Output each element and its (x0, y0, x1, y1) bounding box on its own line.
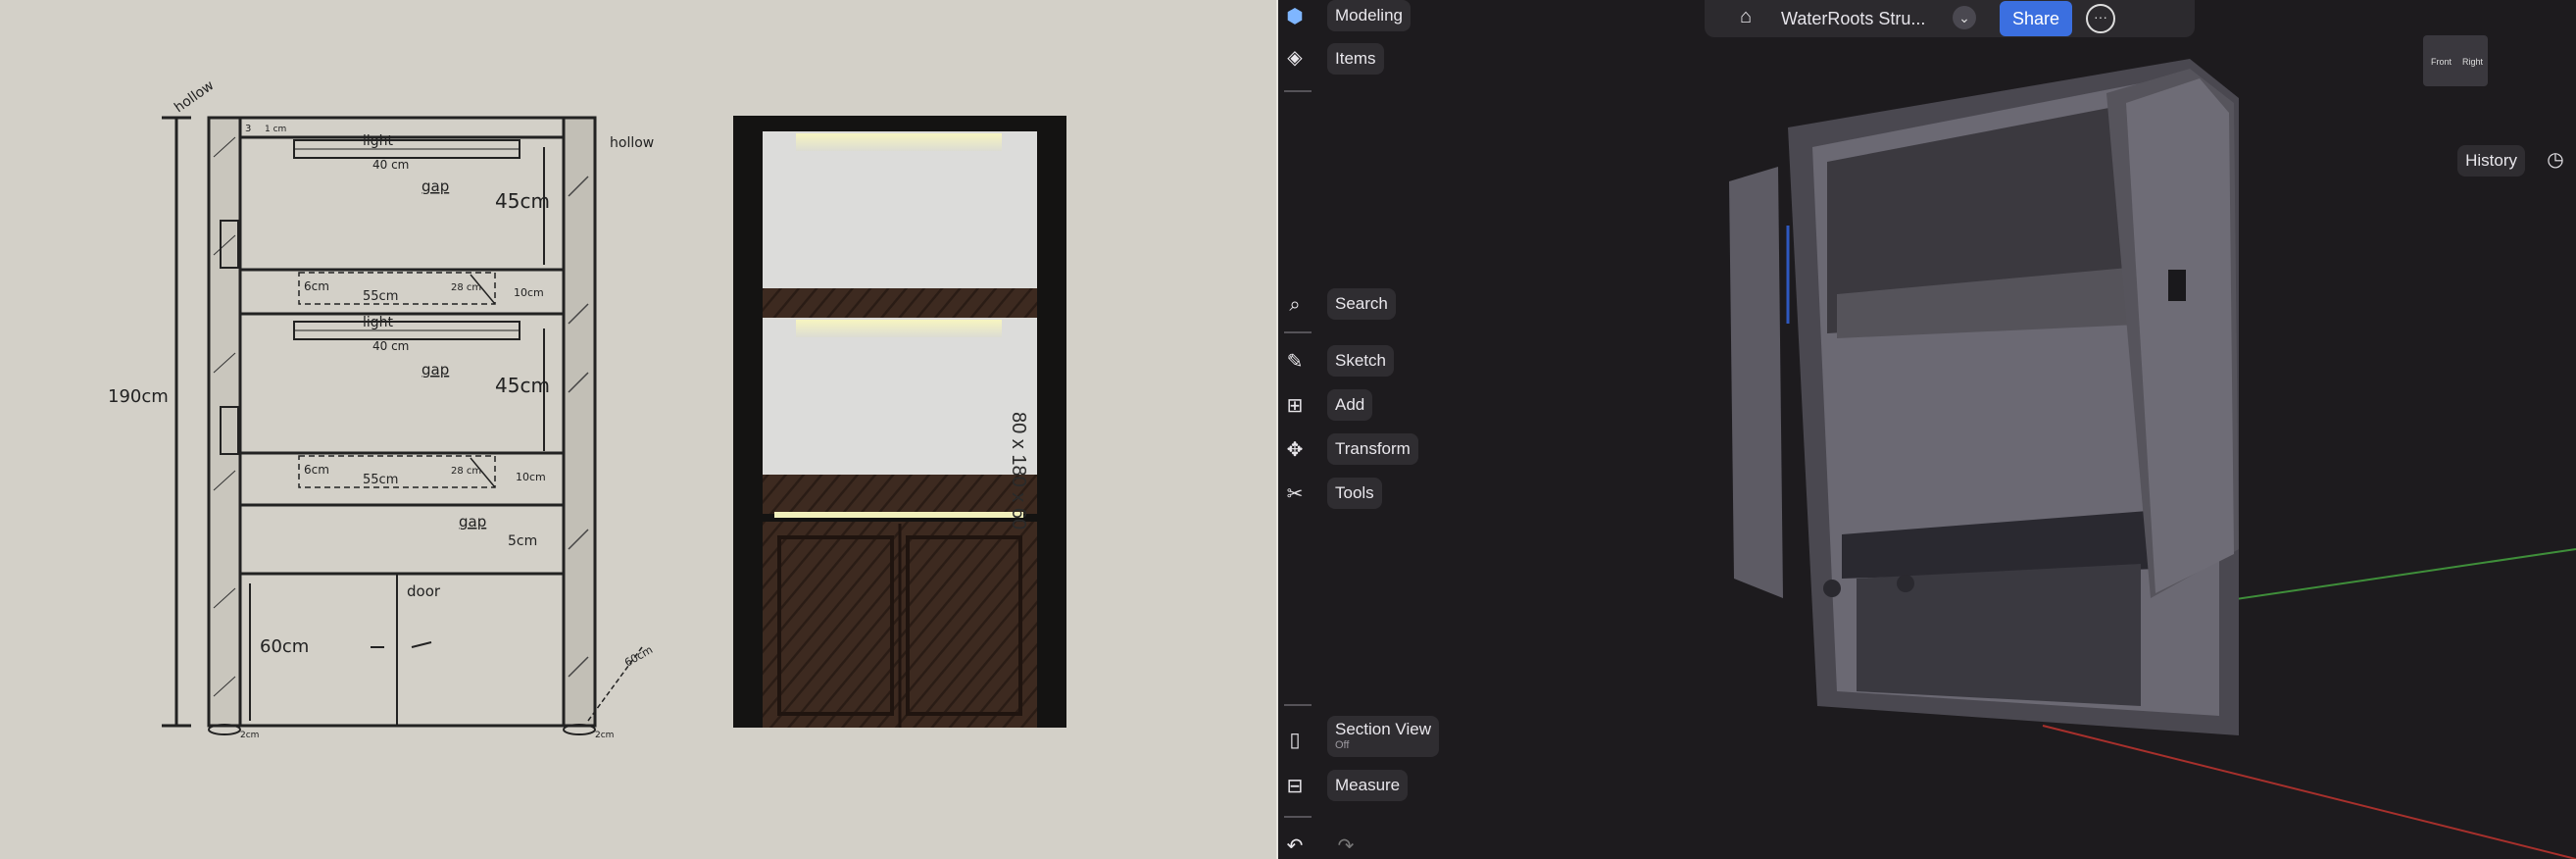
label-hollow-right: hollow (610, 135, 654, 151)
sidebar-separator (1284, 90, 1312, 92)
cube-icon[interactable]: ⬢ (1286, 6, 1304, 27)
view-cube-front: Front (2431, 57, 2452, 67)
items-button[interactable]: Items (1327, 43, 1384, 75)
search-button[interactable]: Search (1327, 288, 1396, 320)
home-icon[interactable]: ⌂ (1739, 6, 1753, 27)
search-icon[interactable]: ⌕ (1289, 294, 1301, 316)
label-gap-3: gap (459, 513, 486, 531)
label-depth-6-2: 6cm (304, 463, 329, 477)
transform-button[interactable]: Transform (1327, 433, 1418, 465)
3d-cabinet-model[interactable] (1729, 59, 2239, 735)
label-gap-1: gap (421, 177, 449, 195)
label-width-40-1: 40 cm (372, 158, 409, 172)
label-light-2: light (363, 315, 394, 330)
render-dimension-label: 80 x 180 x 60 (1008, 412, 1029, 531)
split-divider (1276, 0, 1278, 859)
label-depth-28-2: 28 cm (451, 466, 481, 477)
redo-icon[interactable]: ↷ (1337, 835, 1355, 857)
label-height-10-2: 10cm (516, 471, 546, 483)
label-height-10-1: 10cm (514, 286, 544, 299)
furniture-render (733, 116, 1066, 728)
sidebar-separator (1284, 704, 1312, 706)
viewport-3d[interactable] (1278, 0, 2576, 859)
more-icon[interactable]: ··· (2086, 4, 2115, 33)
label-height-190: 190cm (108, 386, 169, 407)
plus-icon[interactable]: ⊞ (1286, 395, 1304, 417)
chevron-down-icon[interactable]: ⌄ (1953, 6, 1976, 29)
sketch-button[interactable]: Sketch (1327, 345, 1394, 377)
section-view-state: Off (1335, 739, 1350, 751)
document-topbar (1705, 0, 2195, 37)
document-title[interactable]: WaterRoots Stru... (1781, 9, 1926, 28)
label-height-45-2: 45cm (495, 374, 550, 397)
label-small-1cm: 1 cm (265, 125, 286, 134)
tools-icon[interactable]: ✂ (1286, 483, 1304, 505)
add-button[interactable]: Add (1327, 389, 1373, 421)
section-icon[interactable]: ▯ (1289, 730, 1301, 751)
label-small-2cm-right: 2cm (595, 731, 614, 740)
ruler-icon[interactable]: ⊟ (1286, 776, 1304, 797)
label-gap-2: gap (421, 361, 449, 379)
label-small-2cm-left: 2cm (240, 731, 259, 740)
hand-sketch: hollow hollow 3 1 cm light 40 cm gap 45c… (108, 77, 655, 740)
label-depth-6-1: 6cm (304, 279, 329, 293)
layers-icon[interactable]: ◈ (1287, 47, 1303, 69)
measure-button[interactable]: Measure (1327, 770, 1409, 801)
view-cube-right: Right (2462, 57, 2484, 67)
label-light-1: light (363, 133, 394, 149)
label-door: door (407, 582, 441, 600)
label-height-5: 5cm (508, 533, 537, 549)
clock-icon[interactable]: ◷ (2547, 149, 2564, 171)
label-depth-28-1: 28 cm (451, 282, 481, 293)
undo-icon[interactable]: ↶ (1286, 835, 1304, 857)
transform-icon[interactable]: ✥ (1286, 439, 1304, 461)
label-height-45-1: 45cm (495, 189, 550, 213)
section-view-label: Section View (1335, 720, 1431, 738)
section-view-button[interactable]: Section View Off (1327, 716, 1439, 757)
share-button[interactable]: Share (2000, 1, 2072, 36)
view-cube[interactable]: Front Right (2423, 35, 2488, 86)
sidebar-separator (1284, 816, 1312, 818)
label-width-55-1: 55cm (363, 289, 398, 304)
history-button[interactable]: History (2457, 145, 2525, 177)
label-small-3: 3 (245, 124, 251, 134)
tools-button[interactable]: Tools (1327, 478, 1382, 509)
pen-icon[interactable]: ✎ (1286, 351, 1304, 373)
sidebar-separator (1284, 331, 1312, 333)
modeling-app-window: ⌂ WaterRoots Stru... ⌄ Share ··· ⬢ Model… (1278, 0, 2576, 859)
modeling-button[interactable]: Modeling (1327, 0, 1411, 31)
label-height-60: 60cm (260, 636, 309, 657)
label-width-55-2: 55cm (363, 473, 398, 487)
reference-image-panel: hollow hollow 3 1 cm light 40 cm gap 45c… (0, 0, 1276, 859)
label-width-40-2: 40 cm (372, 339, 409, 353)
